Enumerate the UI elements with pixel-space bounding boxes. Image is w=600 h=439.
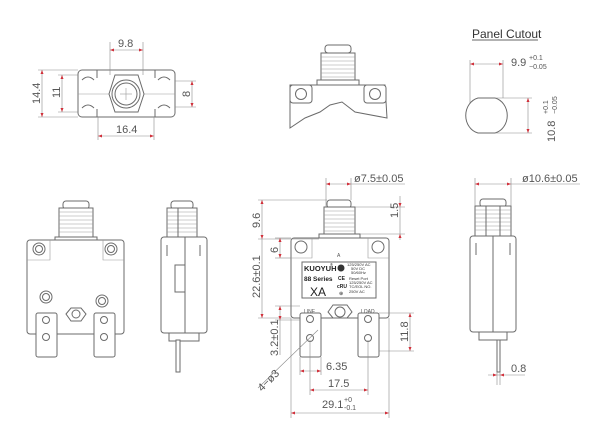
dim-body-width-tol-lower: -0.1 — [344, 405, 356, 412]
rating-xa: XA — [310, 285, 326, 299]
dim-terminal-length: 11.8 — [399, 321, 411, 342]
cutout-width-tol-upper: +0.1 — [529, 55, 543, 62]
cutout-height: 10.8 — [546, 121, 558, 142]
ground-mark-icon: ⊕ — [339, 291, 343, 297]
panel-cutout-title: Panel Cutout — [472, 27, 542, 41]
dim-terminal-width: 6.35 — [326, 361, 347, 373]
cutout-height-tol-upper: +0.1 — [543, 100, 550, 114]
dim-thread-dia: ø10.6±0.05 — [522, 173, 578, 185]
dim-hex-width: 9.8 — [118, 38, 133, 50]
dim-button-height: 9.6 — [251, 213, 263, 228]
svg-text:Reset Port: Reset Port — [349, 276, 369, 281]
ul-mark-icon: cRU — [337, 284, 347, 290]
dim-button-dia: ø7.5±0.05 — [354, 173, 403, 185]
panel-cutout: Panel Cutout 9.9 +0.1 −0.05 10.8 +0.1 −0… — [465, 27, 559, 142]
dim-terminal-spacing: 17.5 — [328, 378, 349, 390]
svg-text:250V AC: 250V AC — [349, 289, 365, 294]
dim-hole-spacing: 16.4 — [116, 124, 137, 136]
terminal-line-label: LINE — [304, 309, 316, 315]
dim-body-width: 29.1 — [322, 399, 343, 411]
dim-flange-height: 6 — [269, 247, 281, 253]
dim-body-width-tol-upper: +0 — [344, 397, 352, 404]
dim-inner-height: 11 — [51, 87, 63, 98]
side-view-dimensioned: ø10.6±0.05 0.8 — [469, 173, 580, 385]
svg-text:125/250V AC: 125/250V AC — [349, 280, 373, 285]
series-name: 88 Series — [304, 276, 333, 283]
svg-text:50/60Hz: 50/60Hz — [351, 270, 366, 275]
front-view-dimensioned: A KUOYUH ® 88 Series XA CE cRU ⊕ 125/250… — [251, 173, 414, 418]
side-view-plain — [160, 200, 208, 373]
dim-overall-height: 14.4 — [31, 83, 43, 104]
svg-text:TC/EOL NO.: TC/EOL NO. — [349, 284, 372, 289]
cutout-width: 9.9 — [511, 57, 526, 69]
ce-mark-icon: CE — [338, 276, 346, 282]
top-view: 9.8 14.4 11 8 16.4 — [31, 38, 196, 140]
svg-text:125/250V AC: 125/250V AC — [347, 262, 371, 267]
cutout-width-tol-lower: −0.05 — [529, 64, 547, 71]
section-view — [289, 44, 388, 129]
brand-name: KUOYUH — [304, 264, 337, 273]
marker-a: A — [337, 253, 341, 259]
dim-right-height: 8 — [181, 91, 193, 97]
dim-pin-thickness: 0.8 — [511, 363, 526, 375]
front-view-plain — [26, 200, 125, 358]
product-label: KUOYUH ® 88 Series XA CE cRU ⊕ 125/250V … — [301, 261, 377, 299]
svg-text:50V DC: 50V DC — [351, 266, 365, 271]
dim-holes: 4−ø3 — [256, 368, 282, 394]
cutout-height-tol-lower: −0.05 — [552, 96, 559, 114]
svg-text:®: ® — [330, 262, 333, 267]
dim-button-travel: 1.5 — [389, 203, 401, 218]
dim-body-height: 22.6±0.1 — [251, 255, 263, 298]
cert-mark-icon — [337, 264, 345, 272]
terminal-load-label: LOAD — [361, 309, 375, 315]
dim-terminal-offset: 3.2±0.1 — [269, 319, 281, 356]
